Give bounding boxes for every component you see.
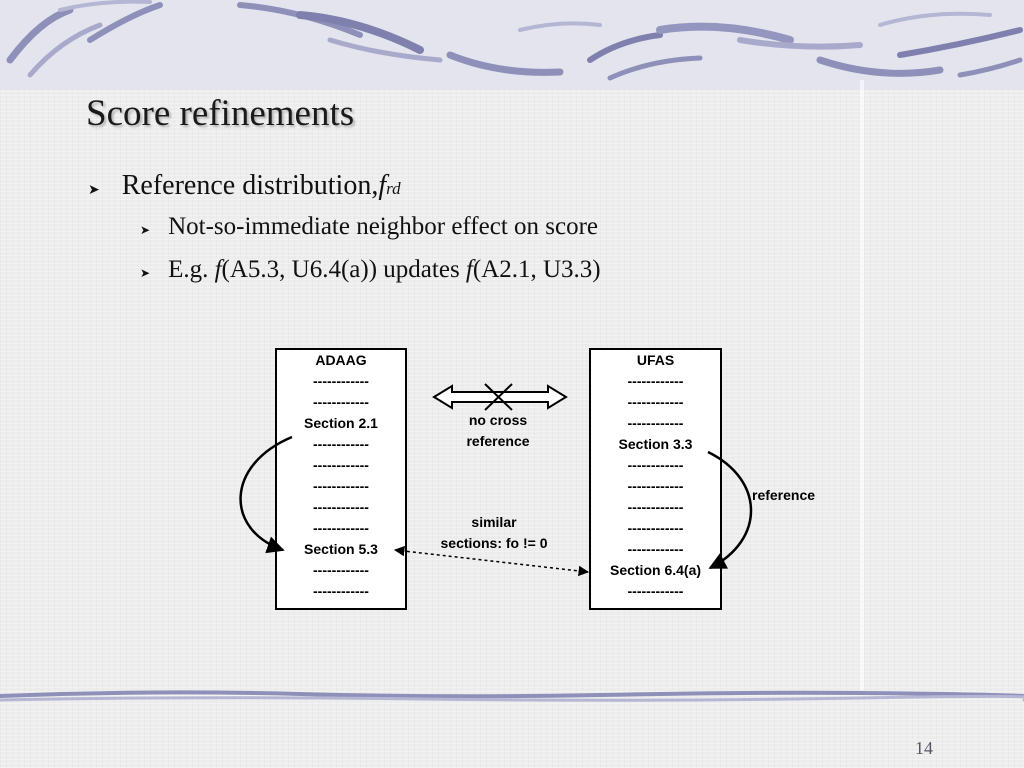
sub-bullet-arrow-icon: ➤ <box>140 223 151 237</box>
label-line: similar <box>471 514 517 530</box>
example-args-1: (A5.3, U6.4(a)) updates <box>221 256 466 283</box>
doc-line: ------------ <box>627 520 684 536</box>
doc-section: Section 2.1 <box>304 415 378 431</box>
example-prefix: E.g. <box>168 256 215 283</box>
slide-title: Score refinements <box>86 93 355 134</box>
function-symbol: f <box>214 256 222 283</box>
doc-line: ------------ <box>627 415 684 431</box>
doc-line: ------------ <box>313 499 369 515</box>
doc-line: ------------ <box>627 457 684 473</box>
label-line: no cross <box>468 412 528 428</box>
doc-section: Section 6.4(a) <box>609 562 702 578</box>
similar-sections-label: similar sections: fo != 0 <box>424 512 564 554</box>
adaag-document-box: ADAAG ------------ ------------ Section … <box>275 348 407 610</box>
doc-line: ------------ <box>627 394 684 410</box>
example-args-2: (A2.1, U3.3) <box>472 256 601 283</box>
doc-line: ------------ <box>627 373 684 389</box>
bullet-example: ➤ E.g. f (A5.3, U6.4(a)) updates f (A2.1… <box>140 256 601 284</box>
right-border-line <box>860 80 864 690</box>
doc-title: UFAS <box>636 352 675 368</box>
top-decoration <box>0 0 1024 90</box>
sub-bullet-arrow-icon: ➤ <box>140 266 151 280</box>
doc-line: ------------ <box>627 541 684 557</box>
doc-line: ------------ <box>313 520 369 536</box>
doc-section: Section 5.3 <box>304 541 378 557</box>
reference-label: reference <box>752 487 816 503</box>
doc-line: ------------ <box>627 583 684 599</box>
doc-title: ADAAG <box>315 352 367 368</box>
no-cross-reference-label: no cross reference <box>440 410 556 452</box>
doc-line: ------------ <box>627 478 684 494</box>
doc-line: ------------ <box>313 436 369 452</box>
function-symbol: f <box>378 170 387 201</box>
function-subscript: rd <box>386 179 401 198</box>
bottom-decoration <box>0 690 1024 702</box>
doc-line: ------------ <box>627 499 684 515</box>
bullet-text: Reference distribution, <box>121 170 379 201</box>
doc-line: ------------ <box>313 583 369 599</box>
bullet-arrow-icon: ➤ <box>88 182 100 198</box>
label-line: reference <box>466 433 530 449</box>
doc-line: ------------ <box>313 562 369 578</box>
ufas-document-box: UFAS ------------ ------------ ---------… <box>589 348 722 610</box>
doc-line: ------------ <box>313 457 369 473</box>
bullet-text: Not-so-immediate neighbor effect on scor… <box>168 213 599 240</box>
doc-line: ------------ <box>313 478 369 494</box>
doc-line: ------------ <box>313 373 369 389</box>
doc-line: ------------ <box>313 394 369 410</box>
function-symbol: f <box>465 256 473 283</box>
label-line: sections: fo != 0 <box>440 535 548 551</box>
doc-section: Section 3.3 <box>618 436 693 452</box>
page-number: 14 <box>915 738 933 758</box>
bullet-neighbor-effect: ➤ Not-so-immediate neighbor effect on sc… <box>140 213 598 241</box>
